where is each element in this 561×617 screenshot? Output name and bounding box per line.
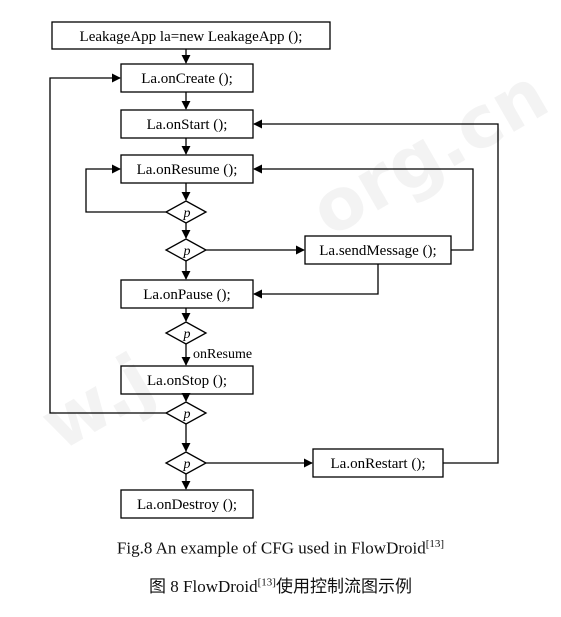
caption-zh-suffix: 使用控制流图示例	[275, 577, 412, 596]
node-oncreate-box	[120, 63, 254, 93]
edge-label-onresume: onResume	[193, 347, 252, 362]
figure-caption-zh: 图 8 FlowDroid[13]使用控制流图示例	[0, 572, 561, 597]
edge-d1-loop-onresume	[85, 164, 166, 213]
node-ondestroy-label: La.onDestroy ();	[137, 497, 237, 513]
caption-zh-prefix: 图 8 FlowDroid	[149, 577, 258, 596]
node-onresume-box	[120, 154, 254, 184]
figure-caption-en: Fig.8 An example of CFG used in FlowDroi…	[0, 538, 561, 559]
node-oncreate-label: La.onCreate ();	[141, 71, 233, 87]
node-onresume-label: La.onResume ();	[137, 162, 238, 178]
edge-sendmessage-onpause	[253, 264, 379, 299]
node-sendmessage-label: La.sendMessage ();	[319, 243, 436, 259]
decision-d5-label: p	[183, 457, 191, 472]
edge-d4-oncreate	[49, 73, 166, 414]
decision-d3-label: p	[183, 327, 191, 342]
node-init-label: LeakageApp la=new LeakageApp ();	[80, 29, 303, 45]
caption-en-ref: [13]	[425, 538, 445, 550]
node-onrestart-label: La.onRestart ();	[331, 456, 426, 472]
decision-d4-label: p	[183, 407, 191, 422]
node-ondestroy-box	[120, 489, 254, 519]
node-onstart-label: La.onStart ();	[147, 117, 228, 133]
edge-sendmessage-onresume	[253, 164, 474, 251]
node-onstop-label: La.onStop ();	[147, 373, 227, 389]
node-onstart-box	[120, 109, 254, 139]
node-onpause-box	[120, 279, 254, 309]
node-init-box	[51, 21, 331, 50]
decision-d2-label: p	[183, 244, 191, 259]
decision-d1-label: p	[183, 206, 191, 221]
caption-zh-ref: [13]	[257, 576, 276, 589]
edge-onrestart-onstart	[253, 119, 499, 464]
node-onpause-label: La.onPause ();	[143, 287, 230, 303]
caption-en-text: Fig.8 An example of CFG used in FlowDroi…	[116, 538, 426, 558]
